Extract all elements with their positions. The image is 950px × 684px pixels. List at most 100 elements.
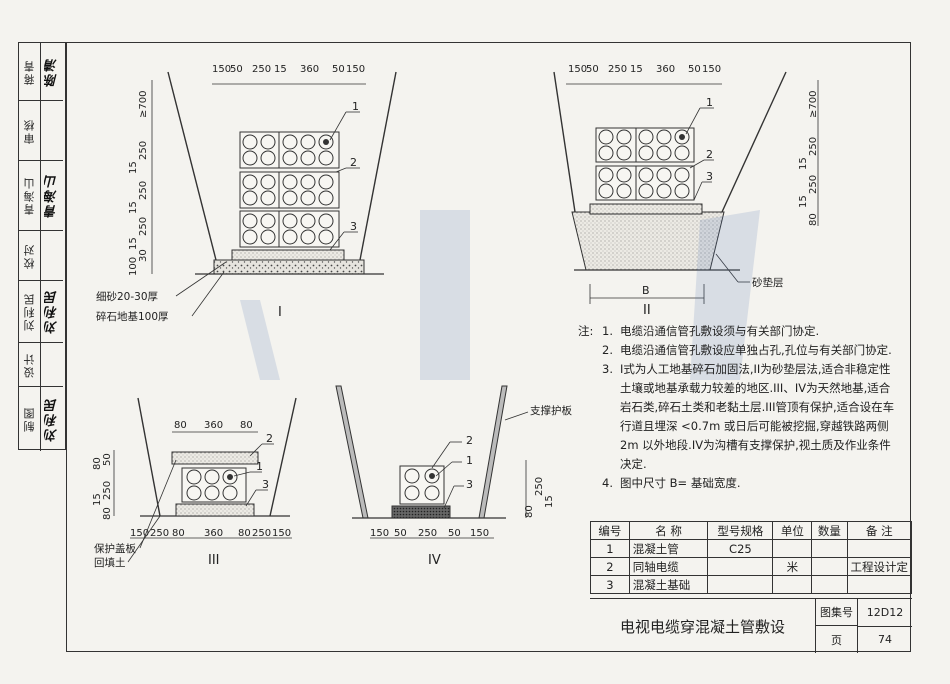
svg-text:360: 360 [656, 64, 675, 75]
bom-header-row: 编号 名 称 型号规格 单位 数量 备 注 [590, 521, 912, 540]
svg-text:250: 250 [138, 141, 149, 160]
bom-header: 名 称 [628, 521, 709, 540]
table-row: 3 混凝土基础 [590, 575, 912, 594]
title-block: 电视电缆穿混凝土管敷设 图集号 12D12 页 74 [590, 598, 912, 653]
label-support-board: 支撑护板 [530, 404, 572, 417]
diagram-ii: 150 50 250 15 360 50 150 ≥700 250 15 250… [553, 64, 819, 318]
table-row: 2 同轴电缆 米 工程设计定 [590, 557, 912, 576]
svg-text:250: 250 [138, 217, 149, 236]
checker-role: 校对 [19, 231, 41, 281]
svg-text:15: 15 [630, 64, 643, 75]
svg-text:80: 80 [172, 528, 185, 539]
bom-cell: 混凝土基础 [628, 575, 709, 594]
callouts-ii: 1 2 3 [706, 96, 713, 183]
trench-wall-left [167, 71, 217, 261]
svg-text:250: 250 [138, 181, 149, 200]
dims-side-i: ≥700 250 15 250 15 250 15 30 100 [128, 91, 149, 276]
svg-text:150: 150 [212, 64, 231, 75]
blank-cell [41, 231, 63, 281]
protective-cover [171, 451, 259, 465]
svg-text:250: 250 [608, 64, 627, 75]
pipe-stack-ii [595, 127, 695, 201]
svg-text:50: 50 [448, 528, 461, 539]
dims-top-i: 150 50 250 15 360 50 150 [212, 64, 365, 75]
note-text: 电缆沿通信管孔敷设应单独占孔,孔位与有关部门协定. [620, 343, 892, 357]
svg-text:150: 150 [272, 528, 291, 539]
svg-text:3: 3 [262, 478, 269, 491]
svg-text:80: 80 [102, 507, 113, 520]
svg-text:15: 15 [274, 64, 287, 75]
bom-cell: 工程设计定 [846, 557, 912, 576]
bom-header: 单位 [772, 521, 813, 540]
svg-text:150: 150 [130, 528, 149, 539]
svg-text:80: 80 [174, 420, 187, 431]
dims-bottom-iv: 150 50 250 50 150 [370, 528, 489, 539]
svg-text:15: 15 [128, 237, 139, 250]
label-fine-sand: 细砂20-30厚 [96, 290, 159, 303]
pipe-stack-iv [399, 465, 445, 505]
svg-text:150: 150 [568, 64, 587, 75]
svg-text:250: 250 [534, 477, 545, 496]
notes-heading: 注: [578, 324, 594, 338]
label-ii: II [643, 303, 651, 318]
dims-bottom-iii: 150 250 80 360 80 250 150 [130, 528, 291, 539]
svg-text:80: 80 [240, 420, 253, 431]
svg-text:1: 1 [256, 460, 263, 473]
svg-text:50: 50 [332, 64, 345, 75]
label-iv: IV [428, 553, 441, 568]
dims-side-iv: 250 15 80 [524, 477, 555, 518]
bom-header: 编号 [590, 521, 630, 540]
svg-text:3: 3 [350, 220, 357, 233]
svg-text:2: 2 [466, 434, 473, 447]
bom-cell: 同轴电缆 [628, 557, 709, 576]
drafter-role: 制图 [19, 387, 41, 451]
svg-text:15: 15 [798, 195, 809, 208]
dims-top-ii: 150 50 250 15 360 50 150 [568, 64, 721, 75]
reviewer-name: 蒋青 [19, 43, 41, 101]
signature-column: 蒋青 陈清 审核 青海山 青海山 校对 刘利民 刘利民 设计 制图 刘利民 [18, 42, 66, 451]
gravel-base [213, 259, 365, 275]
svg-text:1: 1 [352, 100, 359, 113]
svg-text:250: 250 [150, 528, 169, 539]
diagram-iii: 80 360 80 50 80 250 15 80 150 250 80 360… [92, 397, 297, 569]
label-gravel-base: 碎石地基100厚 [96, 310, 169, 323]
bom-cell [811, 557, 848, 576]
table-row: 1 混凝土管 C25 [590, 539, 912, 558]
svg-text:15: 15 [798, 157, 809, 170]
drawing-title: 电视电缆穿混凝土管敷设 [590, 599, 816, 653]
pipe-stack-i [239, 131, 340, 248]
svg-text:100: 100 [128, 257, 139, 276]
svg-text:250: 250 [808, 175, 819, 194]
svg-text:50: 50 [102, 453, 113, 466]
bom-cell: 3 [590, 575, 630, 594]
svg-text:150: 150 [370, 528, 389, 539]
label-i: I [278, 305, 282, 320]
reviewer-signature: 陈清 [41, 43, 63, 101]
svg-text:250: 250 [252, 64, 271, 75]
svg-text:15: 15 [128, 201, 139, 214]
bom-cell [846, 575, 912, 594]
pipe-stack-iii [181, 467, 247, 503]
label-sand-cushion: 砂垫层 [752, 276, 784, 289]
svg-text:80: 80 [808, 213, 819, 226]
note-number: 1. [602, 324, 613, 338]
note-number: 3. [602, 362, 613, 376]
blank-cell [41, 101, 63, 161]
svg-text:360: 360 [204, 420, 223, 431]
svg-text:2: 2 [266, 432, 273, 445]
svg-text:150: 150 [346, 64, 365, 75]
dims-side-iii: 50 80 250 15 80 [92, 453, 113, 520]
svg-text:50: 50 [230, 64, 243, 75]
svg-text:150: 150 [702, 64, 721, 75]
dim-b: B [642, 284, 650, 297]
callouts-iii: 2 1 3 [256, 432, 273, 491]
note-text: 电缆沿通信管孔敷设须与有关部门协定. [620, 324, 820, 338]
dims-top-iii: 80 360 80 [174, 420, 253, 431]
drawing-frame [66, 42, 911, 652]
svg-text:30: 30 [138, 249, 149, 262]
bom-cell [811, 575, 848, 594]
svg-text:≥700: ≥700 [138, 91, 149, 118]
svg-text:15: 15 [128, 161, 139, 174]
diagram-i: 150 50 250 15 360 50 150 ≥700 250 15 250… [96, 64, 397, 323]
